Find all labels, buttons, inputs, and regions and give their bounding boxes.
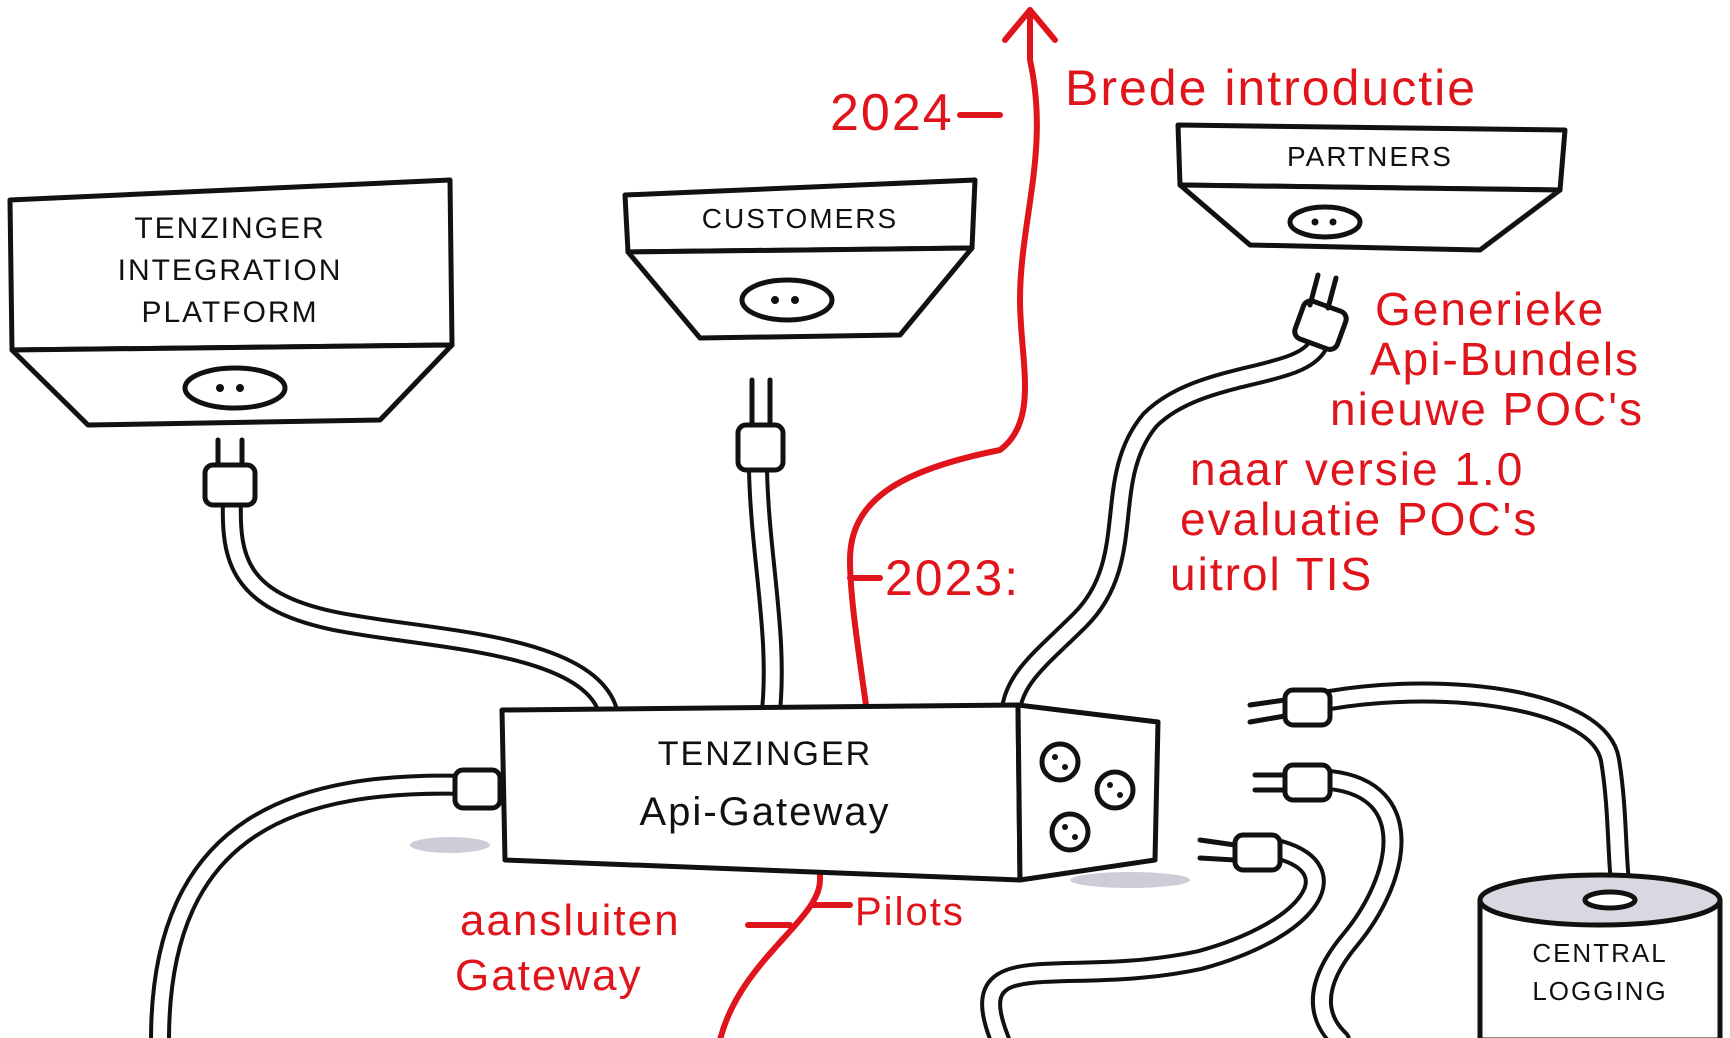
socket bbox=[182, 365, 288, 411]
integration-platform-label-line2: integration bbox=[118, 254, 343, 287]
pilots-label: Pilots bbox=[855, 890, 965, 934]
partners-box: partners bbox=[1175, 122, 1568, 352]
timeline-line bbox=[717, 7, 1040, 1038]
item-2023: evaluatie POC's bbox=[1180, 493, 1538, 545]
item-2023: Api-Bundels bbox=[1370, 333, 1640, 385]
plug-icon bbox=[1197, 832, 1283, 873]
timeline-arrowhead bbox=[1002, 7, 1058, 43]
gateway-label-line2: Api-Gateway bbox=[640, 790, 891, 834]
plug-icon bbox=[1292, 272, 1349, 352]
loose-plugs bbox=[1197, 687, 1333, 873]
plug-icon bbox=[1252, 762, 1333, 803]
logging-label-line2: Logging bbox=[1532, 976, 1667, 1006]
logging-label-line1: Central bbox=[1532, 938, 1667, 968]
cables bbox=[149, 334, 1636, 1038]
plug-icon bbox=[1247, 687, 1333, 728]
gateway-label-line1: Tenzinger bbox=[658, 735, 872, 773]
integration-platform-label-line3: platform bbox=[141, 296, 318, 329]
timeline bbox=[717, 7, 1058, 1038]
aansluiten-label-line1: aansluiten bbox=[460, 896, 681, 945]
year-2024-label: 2024 bbox=[830, 84, 954, 142]
item-2023: naar versie 1.0 bbox=[1190, 443, 1524, 495]
partners-label: partners bbox=[1287, 141, 1453, 172]
brede-introductie-label: Brede introductie bbox=[1065, 60, 1477, 116]
customers-label: customers bbox=[702, 203, 898, 234]
central-logging-box: Central Logging bbox=[1477, 872, 1723, 1038]
integration-platform-box: Tenzinger integration platform bbox=[7, 177, 455, 508]
aansluiten-label-line2: Gateway bbox=[455, 951, 643, 1000]
year-2023-label: 2023: bbox=[885, 550, 1020, 606]
gateway-sockets bbox=[1039, 741, 1136, 853]
socket bbox=[1287, 204, 1363, 240]
plug-icon bbox=[735, 377, 786, 473]
socket bbox=[739, 277, 835, 323]
gateway-box: Tenzinger Api-Gateway bbox=[410, 702, 1190, 888]
item-2023: uitrol TIS bbox=[1170, 548, 1373, 600]
items-2023: Generieke Api-Bundels nieuwe POC's naar … bbox=[1170, 283, 1644, 600]
item-2023: nieuwe POC's bbox=[1330, 383, 1644, 435]
plug-icon bbox=[202, 437, 258, 508]
customers-box: customers bbox=[622, 177, 978, 473]
item-2023: Generieke bbox=[1375, 283, 1605, 335]
plug-icon bbox=[452, 767, 503, 811]
integration-platform-label-line1: Tenzinger bbox=[134, 212, 325, 245]
